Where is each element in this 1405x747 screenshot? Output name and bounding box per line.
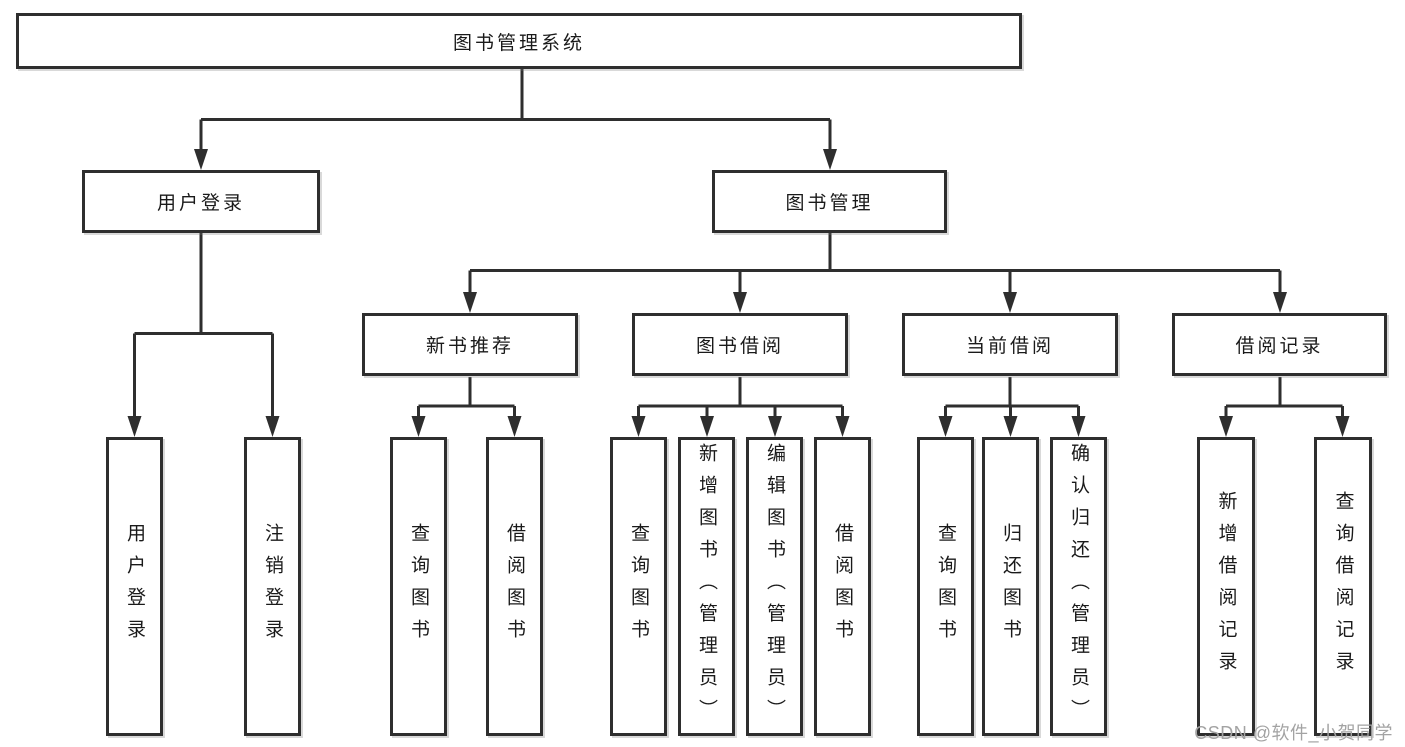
leaf-borrow-books: 借阅图书 bbox=[814, 437, 871, 736]
leaf-query-books-recommend: 查询图书 bbox=[390, 437, 447, 736]
leaf-logout: 注销登录 bbox=[244, 437, 301, 736]
node-current-borrow: 当前借阅 bbox=[902, 313, 1118, 376]
leaf-edit-books-admin: 编辑图书（管理员） bbox=[746, 437, 803, 736]
leaf-return-books: 归还图书 bbox=[982, 437, 1039, 736]
leaf-add-books-admin: 新增图书（管理员） bbox=[678, 437, 735, 736]
node-root: 图书管理系统 bbox=[16, 13, 1022, 69]
leaf-user-login: 用户登录 bbox=[106, 437, 163, 736]
leaf-query-books-current: 查询图书 bbox=[917, 437, 974, 736]
leaf-query-borrow-record: 查询借阅记录 bbox=[1314, 437, 1372, 736]
watermark: CSDN @软件_小贺同学 bbox=[1194, 723, 1393, 743]
leaf-confirm-return-admin: 确认归还（管理员） bbox=[1050, 437, 1107, 736]
node-book-management: 图书管理 bbox=[712, 170, 947, 233]
leaf-add-borrow-record: 新增借阅记录 bbox=[1197, 437, 1255, 736]
leaf-borrow-books-recommend: 借阅图书 bbox=[486, 437, 543, 736]
node-borrow-records: 借阅记录 bbox=[1172, 313, 1387, 376]
leaf-query-books-borrow: 查询图书 bbox=[610, 437, 667, 736]
node-book-borrow: 图书借阅 bbox=[632, 313, 848, 376]
node-new-book-recommend: 新书推荐 bbox=[362, 313, 578, 376]
node-user-login: 用户登录 bbox=[82, 170, 320, 233]
